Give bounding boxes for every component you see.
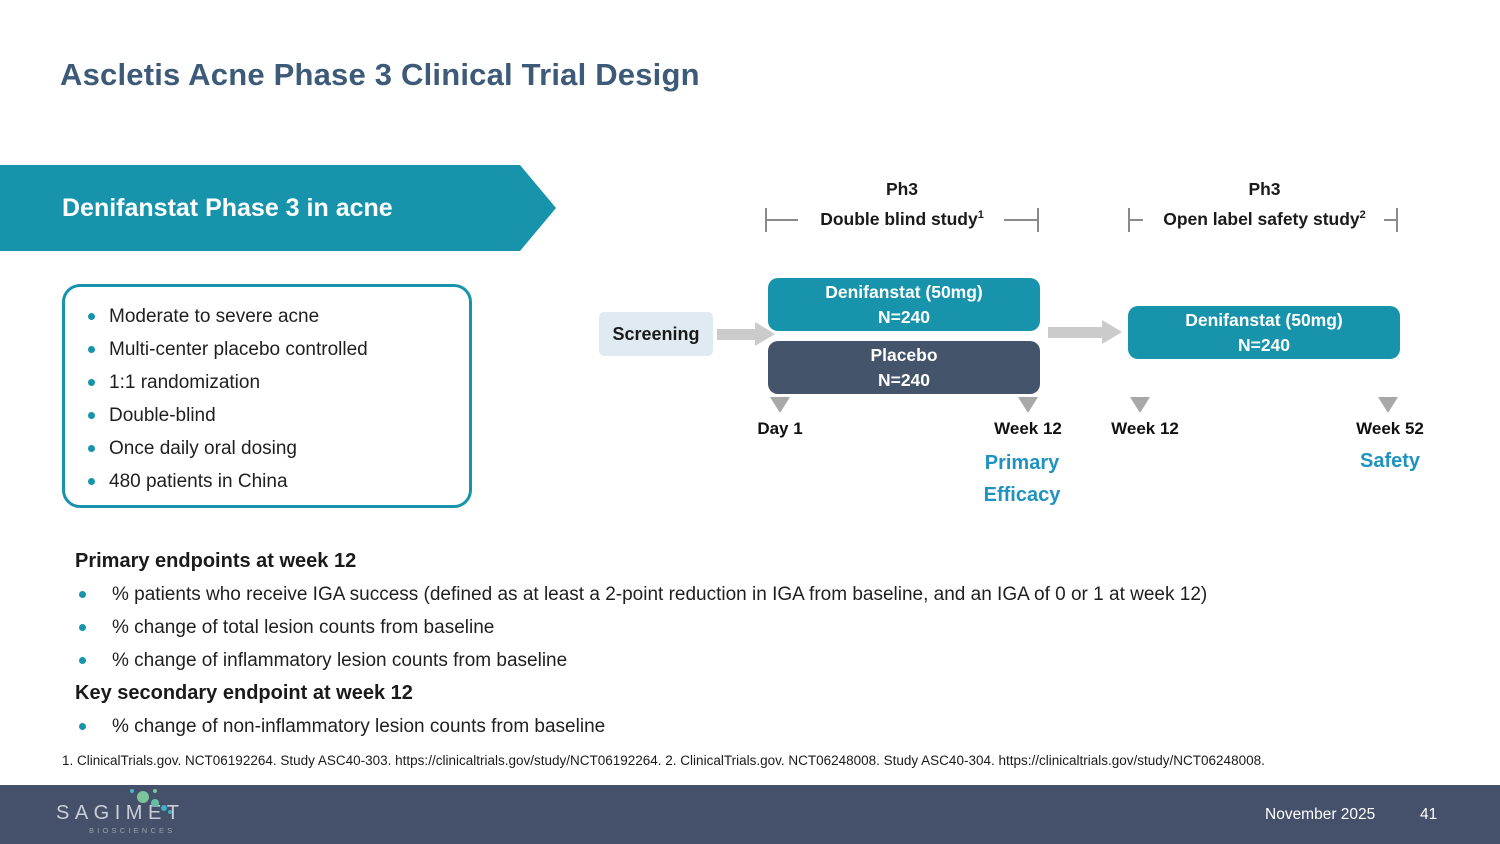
bracket-dash [1384, 219, 1397, 221]
study-design-box: Moderate to severe acne Multi-center pla… [62, 284, 472, 508]
phase-header-double-blind: Ph3 Double blind study1 [762, 176, 1042, 232]
design-bullet-text: Once daily oral dosing [109, 438, 297, 459]
primary-endpoints-list: % patients who receive IGA success (defi… [75, 578, 1493, 677]
bullet-icon [79, 624, 86, 631]
logo-dots-icon [153, 789, 157, 793]
bullet-icon [88, 313, 95, 320]
arm-label: Placebo [870, 344, 938, 365]
slide-date: November 2025 [1265, 805, 1376, 823]
footnote: 1. ClinicalTrials.gov. NCT06192264. Stud… [62, 753, 1265, 768]
arrow-shaft [717, 328, 755, 340]
arm-label: Denifanstat (50mg) [1185, 309, 1343, 330]
milestone-triangle-icon [1018, 397, 1038, 413]
bullet-icon [88, 379, 95, 386]
design-bullet-text: 1:1 randomization [109, 372, 261, 393]
sagimet-logo: SAGIMET [56, 802, 185, 824]
list-item: 480 patients in China [86, 465, 463, 498]
bullet-icon [88, 412, 95, 419]
list-item: Multi-center placebo controlled [86, 333, 463, 366]
bullet-icon [88, 346, 95, 353]
bracket-tick [1128, 208, 1130, 232]
footnote-ref: 1 [977, 209, 984, 221]
endpoint-text: % change of non-inflammatory lesion coun… [112, 716, 606, 737]
bracket-dash [767, 219, 798, 221]
bullet-icon [88, 445, 95, 452]
bullet-icon [88, 478, 95, 485]
arm-box-denifanstat-db: Denifanstat (50mg) N=240 [768, 278, 1040, 331]
primary-efficacy-label: Primary Efficacy [983, 452, 1061, 506]
phase-header-line2: Double blind study1 [820, 208, 984, 229]
design-bullet-text: Double-blind [109, 405, 216, 426]
arrow-head [1102, 320, 1122, 344]
endpoints-section: Primary endpoints at week 12 % patients … [75, 545, 1493, 743]
arm-box-denifanstat-ol: Denifanstat (50mg) N=240 [1128, 306, 1400, 359]
milestone-triangle-icon [1130, 397, 1150, 413]
bullet-icon [79, 591, 86, 598]
list-item: % change of inflammatory lesion counts f… [75, 644, 1493, 677]
design-bullet-text: Moderate to severe acne [109, 306, 320, 327]
list-item: % change of non-inflammatory lesion coun… [75, 710, 1493, 743]
bracket-dash [1004, 219, 1037, 221]
bullet-icon [79, 723, 86, 730]
secondary-endpoint-heading: Key secondary endpoint at week 12 [75, 682, 413, 704]
bracket-tick [1396, 208, 1398, 232]
arm-label: Denifanstat (50mg) [825, 281, 983, 302]
bracket-dash [1130, 219, 1143, 221]
milestone-triangle-icon [1378, 397, 1398, 413]
footnote-ref: 2 [1359, 209, 1366, 221]
phase-header-line1: Ph3 [885, 179, 919, 199]
list-item: Double-blind [86, 399, 463, 432]
screening-box: Screening [599, 312, 713, 356]
milestone-triangle-icon [770, 397, 790, 413]
phase-header-line1: Ph3 [1248, 179, 1281, 199]
logo-dots-icon [130, 789, 134, 793]
bracket-tick [1037, 208, 1039, 232]
sagimet-logo-subtitle: BIOSCIENCES [89, 826, 176, 835]
list-item: % patients who receive IGA success (defi… [75, 578, 1493, 611]
design-bullet-text: Multi-center placebo controlled [109, 339, 368, 360]
flow-arrow-icon [1048, 320, 1122, 344]
page-title: Ascletis Acne Phase 3 Clinical Trial Des… [60, 57, 700, 92]
milestone-day1: Day 1 [757, 419, 803, 438]
arm-box-placebo: Placebo N=240 [768, 341, 1040, 394]
logo-dots-icon [161, 805, 167, 811]
primary-endpoints-heading: Primary endpoints at week 12 [75, 550, 357, 572]
secondary-endpoints-list: % change of non-inflammatory lesion coun… [75, 710, 1493, 743]
arm-n: N=240 [877, 369, 931, 390]
list-item: Moderate to severe acne [86, 300, 463, 333]
arm-n: N=240 [1237, 334, 1291, 355]
bracket-tick [765, 208, 767, 232]
logo-dots-icon [151, 799, 159, 807]
arm-n: N=240 [877, 306, 931, 327]
list-item: 1:1 randomization [86, 366, 463, 399]
banner-arrow: Denifanstat Phase 3 in acne [0, 165, 556, 251]
list-item: Once daily oral dosing [86, 432, 463, 465]
arrow-shaft [1048, 326, 1102, 338]
design-bullet-text: 480 patients in China [109, 471, 288, 492]
milestone-week12-db: Week 12 [994, 419, 1062, 438]
endpoint-text: % change of inflammatory lesion counts f… [112, 650, 568, 671]
bullet-icon [79, 657, 86, 664]
footer-bar: SAGIMET BIOSCIENCES November 2025 41 [0, 785, 1500, 844]
milestone-week52: Week 52 [1356, 419, 1424, 438]
endpoint-text: % patients who receive IGA success (defi… [112, 584, 1208, 605]
phase-header-open-label: Ph3 Open label safety study2 [1122, 176, 1407, 232]
safety-label: Safety [1359, 450, 1421, 472]
design-bullet-list: Moderate to severe acne Multi-center pla… [86, 300, 463, 498]
flow-arrow-icon [717, 322, 775, 346]
logo-dots-icon [137, 791, 149, 803]
phase-header-line2: Open label safety study2 [1163, 208, 1366, 229]
banner-label: Denifanstat Phase 3 in acne [62, 193, 393, 222]
endpoint-text: % change of total lesion counts from bas… [112, 617, 495, 638]
list-item: % change of total lesion counts from bas… [75, 611, 1493, 644]
logo-dots-icon [168, 810, 172, 814]
page-number: 41 [1420, 805, 1438, 823]
milestone-week12-ol: Week 12 [1111, 419, 1179, 438]
